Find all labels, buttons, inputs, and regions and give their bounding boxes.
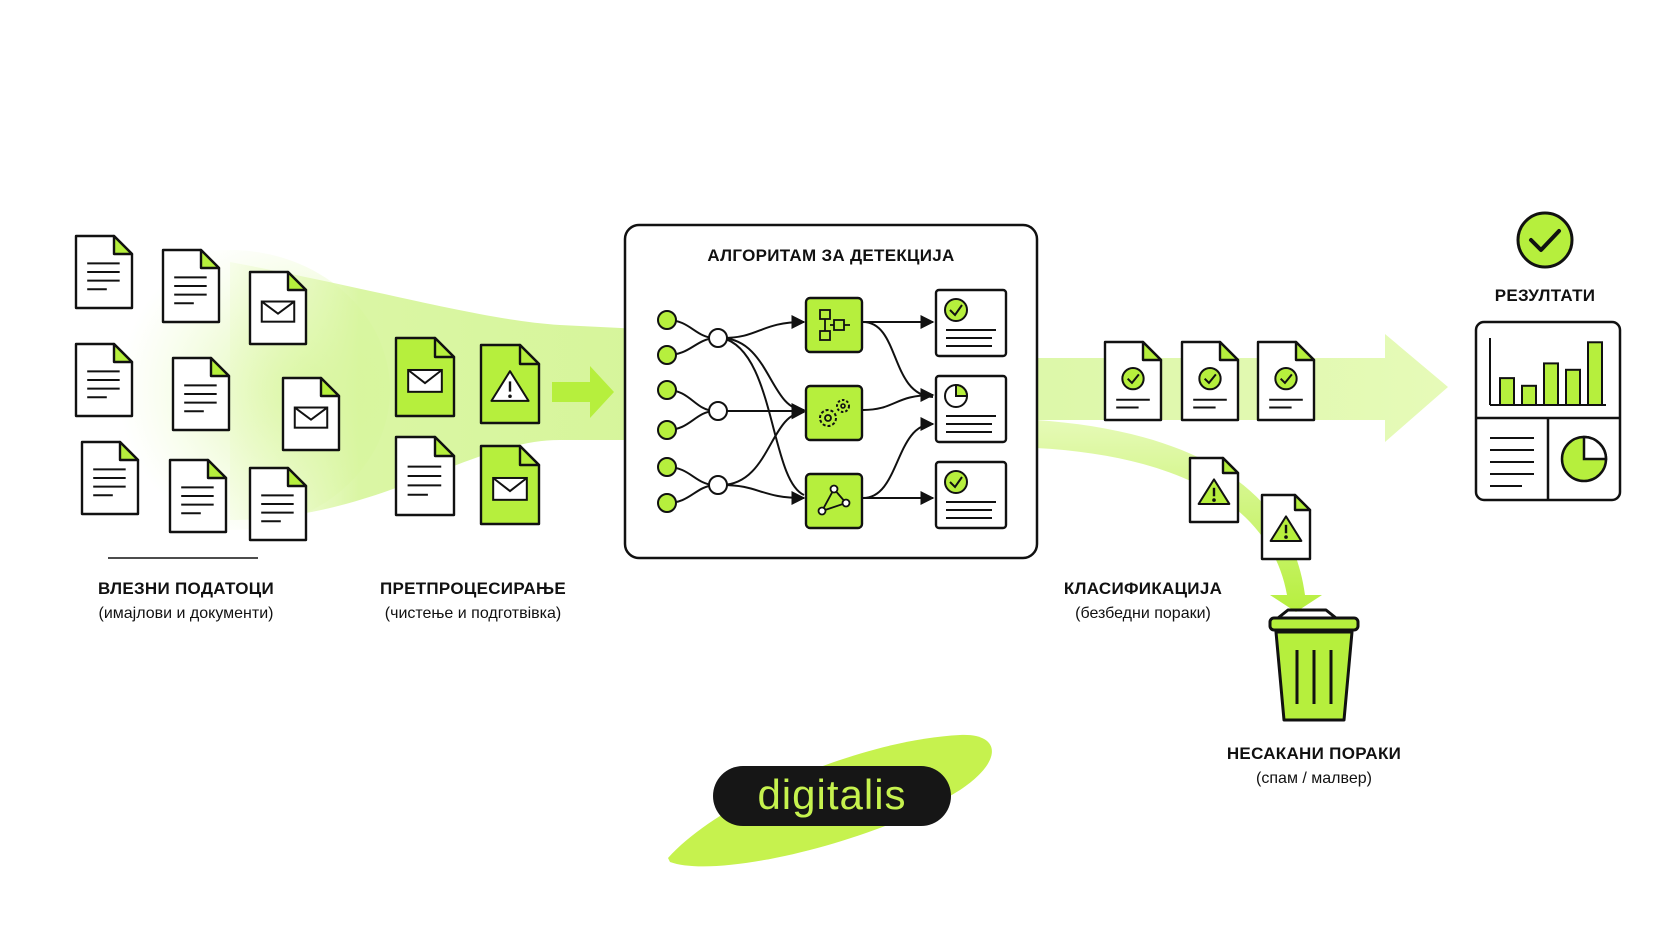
check-circle-icon (1516, 211, 1574, 269)
stage-preproc-title: ПРЕТПРОЦЕСИРАЊЕ (379, 579, 567, 598)
dashboard-bar (1521, 384, 1537, 406)
pie-report-icon (934, 374, 1008, 444)
document-icon (168, 458, 228, 534)
text-lines (1490, 437, 1534, 487)
dashboard-bar (1565, 368, 1581, 406)
gears-icon (804, 384, 864, 442)
stage-classification-title: КЛАСИФИКАЦИЈА (1063, 579, 1223, 598)
warning-document-icon (1260, 493, 1312, 561)
checked-document-icon (1256, 340, 1316, 422)
hidden-nodes (708, 328, 728, 495)
network-graph-icon (804, 472, 864, 530)
preproc-arrow (552, 366, 614, 418)
document-icon (161, 248, 221, 324)
stage-preproc-label: ПРЕТПРОЦЕСИРАЊЕ (чистење и подготвівка) (350, 579, 596, 623)
dashboard-bar (1587, 341, 1603, 406)
stage-unwanted-label: НЕСАКАНИ ПОРАКИ (спам / малвер) (1196, 744, 1432, 788)
trash-bin-icon (1268, 608, 1360, 722)
algorithm-title: АЛГОРИТАМ ЗА ДЕТЕКЦИЈА (707, 246, 955, 265)
stage-input-label: ВЛЕЗНИ ПОДАТОЦИ (имајлови и документи) (64, 579, 308, 623)
input-nodes (657, 310, 677, 513)
stage-input-title: ВЛЕЗНИ ПОДАТОЦИ (97, 579, 275, 598)
email-document-icon (479, 444, 541, 526)
dashboard-icon (1474, 320, 1622, 502)
warning-document-icon (1188, 456, 1240, 524)
stage-classification-label: КЛАСИФИКАЦИЈА (безбедни пораки) (1030, 579, 1256, 623)
warning-document-icon (479, 343, 541, 425)
document-icon (248, 466, 308, 542)
email-document-icon (394, 336, 456, 418)
preprocessed-documents (394, 336, 541, 526)
bar-chart (1499, 341, 1603, 406)
algorithm-outputs (934, 288, 1008, 530)
pie-chart-icon (1560, 435, 1608, 483)
document-icon (171, 356, 231, 432)
brand-logo: digitalis (713, 766, 951, 826)
output-flow-band (1036, 334, 1448, 442)
results-title: РЕЗУЛТАТИ (1494, 286, 1596, 305)
spam-documents (1188, 456, 1312, 561)
email-document-icon (248, 270, 308, 346)
document-icon (80, 440, 140, 516)
stage-classification-subtitle: (безбедни пораки) (1075, 605, 1211, 622)
document-icon (74, 234, 134, 310)
checked-document-icon (1180, 340, 1240, 422)
stage-unwanted-title: НЕСАКАНИ ПОРАКИ (1226, 744, 1402, 763)
input-documents (74, 234, 341, 542)
checked-report-icon (934, 288, 1008, 358)
dashboard-bar (1543, 362, 1559, 406)
document-icon (394, 435, 456, 517)
checked-document-icon (1103, 340, 1163, 422)
dashboard-bar (1499, 377, 1515, 406)
stage-unwanted-subtitle: (спам / малвер) (1256, 770, 1372, 787)
flowchart-icon (804, 296, 864, 354)
document-icon (74, 342, 134, 418)
checked-report-icon (934, 460, 1008, 530)
email-document-icon (281, 376, 341, 452)
stage-input-subtitle: (имајлови и документи) (98, 605, 274, 622)
safe-documents (1103, 340, 1316, 422)
algorithm-modules (804, 296, 864, 530)
stage-preproc-subtitle: (чистење и подготвівка) (384, 605, 562, 622)
